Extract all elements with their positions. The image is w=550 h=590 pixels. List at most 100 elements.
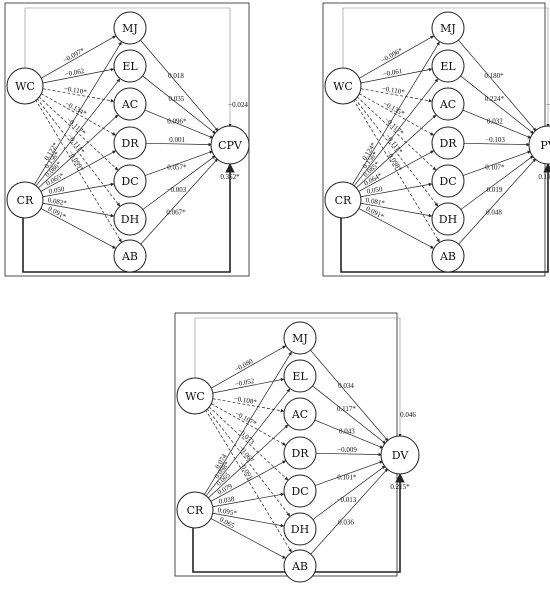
wc-to-dh-edge [36, 98, 121, 207]
wc-to-mj-edge [210, 345, 287, 389]
wc-to-ac-coef: −0.110* [63, 85, 87, 97]
node-ab-label: AB [121, 250, 138, 263]
node-dh-label: DH [291, 523, 309, 536]
wc-to-el-coef: −0.052 [234, 377, 255, 389]
node-dc-label: DC [439, 175, 456, 188]
node-ac-label: AC [291, 408, 308, 421]
wc-to-dc-coef: −0.117* [65, 116, 88, 138]
dr-to-dv-edge [463, 142, 531, 147]
node-wc [6, 67, 44, 105]
node-el [283, 359, 317, 393]
node-el [431, 49, 465, 83]
wc-to-dc-edge [38, 96, 119, 171]
node-dc [431, 164, 465, 198]
wc-to-mj-coef: −0.096* [380, 46, 405, 64]
dh-to-dv-edge [312, 465, 386, 520]
wc-to-dh-edge [206, 408, 291, 517]
el-to-dv-edge [142, 75, 217, 135]
node-dv-label: DV [392, 449, 410, 462]
dh-to-dv-coef: −0.003 [167, 186, 187, 194]
node-dh-label: DH [439, 213, 457, 226]
wc-to-mj-coef: −0.097* [62, 46, 87, 64]
node-ac [431, 87, 465, 121]
node-mj-label: MJ [122, 22, 138, 35]
el-to-dv-edge [312, 385, 387, 445]
dr-to-dv-edge [315, 452, 383, 457]
node-dh-label: DH [121, 213, 139, 226]
node-cpv-label: CPV [218, 139, 243, 152]
cr-to-ab-edge [38, 207, 117, 249]
mj-to-dv-coef: 0.018 [168, 72, 184, 80]
cr-to-ab-coef: 0.065 [218, 516, 236, 531]
dc-to-dv-coef: 0.107* [485, 163, 505, 171]
diagram-cpv: −0.0240.352*−0.097*−0.062−0.110*−0.134*−… [4, 2, 250, 277]
wc-to-dc-coef: −0.117* [383, 116, 406, 138]
node-cr-label: CR [187, 504, 204, 517]
node-wc-label: WC [333, 80, 353, 93]
node-ab [283, 549, 317, 583]
cr-to-dc-edge [210, 492, 285, 508]
dc-to-dv-coef: 0.101* [337, 473, 357, 481]
ac-to-dv-edge [314, 419, 384, 449]
wc-to-dv-coef: −0.024 [228, 101, 248, 109]
wc-to-dv-path [194, 317, 402, 437]
node-el-label: EL [440, 60, 456, 73]
wc-to-el-edge [212, 377, 285, 394]
ac-to-dv-edge [462, 109, 532, 139]
node-dr-label: DR [439, 137, 457, 150]
dc-to-dv-edge [462, 150, 532, 176]
mj-to-dv-edge [458, 39, 537, 132]
cr-to-dv-coef: 0.215* [390, 483, 410, 491]
cr-to-dh-coef: 0.082* [47, 196, 68, 207]
cr-to-ac-edge [206, 424, 289, 500]
wc-to-ac-coef: −0.110* [381, 85, 405, 97]
cr-to-dh-coef: 0.095* [217, 506, 238, 517]
node-ab-label: AB [439, 250, 456, 263]
wc-to-mj-edge [40, 35, 117, 79]
node-ac-label: AC [121, 98, 138, 111]
cr-to-dh-coef: 0.081* [365, 196, 386, 207]
ab-to-dv-coef: 0.036 [338, 519, 354, 527]
dh-to-dv-coef: −0.013 [337, 496, 357, 504]
node-el-label: EL [122, 60, 138, 73]
node-mj [113, 11, 147, 45]
node-dv [380, 435, 420, 475]
dh-to-dv-edge [142, 155, 216, 210]
wc-to-dv-path [342, 7, 550, 127]
wc-to-dc-coef: −0.073 [236, 427, 256, 446]
node-dc-label: DC [291, 485, 308, 498]
node-cr-label: CR [335, 194, 352, 207]
wc-to-el-edge [42, 67, 115, 84]
el-to-dv-coef: 0.035 [169, 95, 185, 103]
wc-to-ac-edge [360, 88, 433, 103]
node-cr [324, 181, 362, 219]
node-cr [176, 491, 214, 529]
node-dc [283, 474, 317, 508]
node-wc [176, 377, 214, 415]
wc-to-dh-coef: −0.067 [237, 444, 256, 465]
cr-to-dr-edge [356, 150, 435, 193]
cr-to-ab-edge [356, 207, 435, 249]
wc-to-dc-edge [208, 406, 289, 481]
ab-to-dv-coef: 0.048 [486, 209, 502, 217]
cr-to-dh-edge [358, 202, 433, 218]
cr-to-dr-edge [208, 460, 287, 503]
el-to-dv-edge [460, 75, 535, 135]
node-dr [113, 126, 147, 160]
node-ab [113, 239, 147, 273]
node-ac [283, 397, 317, 431]
cr-to-dv-coef: 0.191* [538, 173, 550, 181]
node-dh [431, 202, 465, 236]
ac-to-dv-coef: 0.043 [339, 428, 355, 436]
node-dr [283, 436, 317, 470]
cr-to-ab-edge [208, 517, 287, 559]
node-mj-label: MJ [440, 22, 456, 35]
node-dr [431, 126, 465, 160]
node-dr-label: DR [121, 137, 139, 150]
ab-to-dv-edge [140, 158, 219, 245]
ac-to-dv-coef: 0.032 [487, 118, 503, 126]
diagram-pv: −0.0570.191*−0.096*−0.061−0.110*−0.135*−… [322, 2, 550, 277]
node-pv-label: PV [540, 139, 550, 152]
ab-to-dv-coef: 0.067* [166, 209, 186, 217]
node-dc [113, 164, 147, 198]
